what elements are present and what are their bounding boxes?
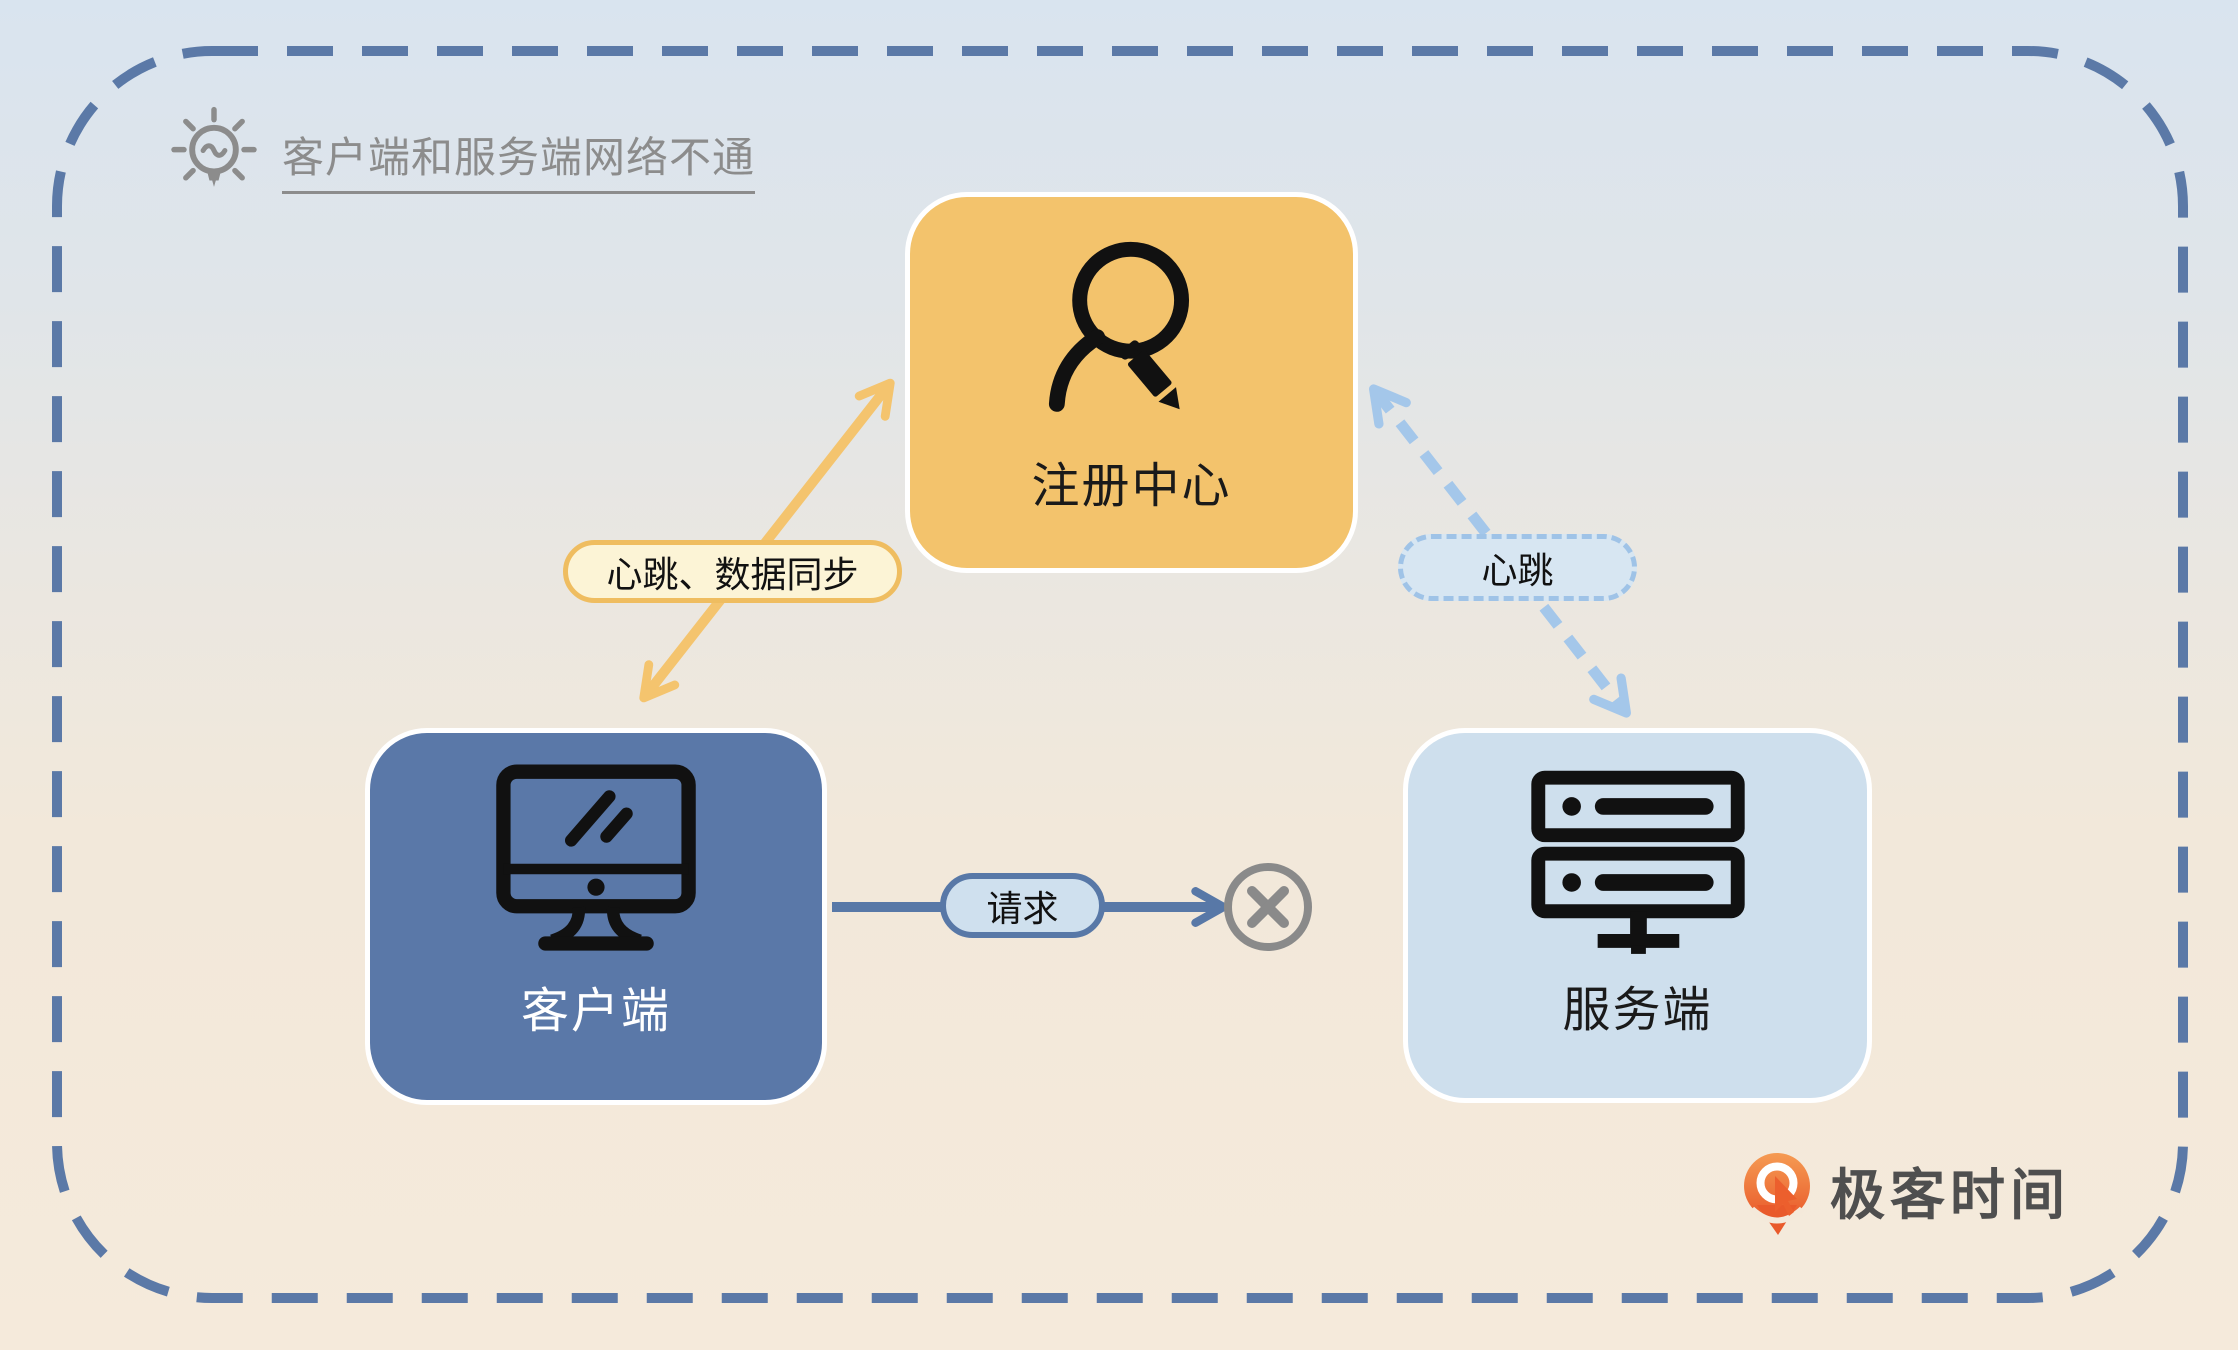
- callout: 客户端和服务端网络不通: [168, 106, 756, 206]
- blocked-x-icon: [1224, 863, 1312, 951]
- edge-label-heartbeat-sync: 心跳、数据同步: [563, 540, 902, 603]
- edge-label-request-text: 请求: [986, 888, 1059, 930]
- dashed-boundary: [52, 46, 2188, 1303]
- node-registry-label: 注册中心: [1031, 458, 1232, 514]
- node-client: 客户端: [365, 728, 827, 1105]
- server-rack-icon: [1530, 770, 1745, 954]
- edge-label-heartbeat: 心跳: [1398, 534, 1637, 601]
- node-server-label: 服务端: [1562, 982, 1713, 1038]
- brand-watermark: 极客时间: [1740, 1150, 2070, 1238]
- node-registry: 注册中心: [905, 192, 1358, 573]
- edge-label-request: 请求: [940, 873, 1105, 938]
- geektime-logo-icon: [1744, 1153, 1810, 1235]
- node-client-label: 客户端: [520, 983, 671, 1039]
- brand-label: 极客时间: [1830, 1163, 2071, 1227]
- monitor-icon: [496, 764, 696, 951]
- lightbulb-icon: [171, 106, 257, 187]
- edge-label-heartbeat-sync-text: 心跳、数据同步: [606, 554, 859, 596]
- user-edit-icon: [1048, 241, 1190, 412]
- edge-label-heartbeat-text: 心跳: [1481, 550, 1554, 592]
- node-server: 服务端: [1403, 728, 1872, 1103]
- callout-label: 客户端和服务端网络不通: [282, 124, 756, 194]
